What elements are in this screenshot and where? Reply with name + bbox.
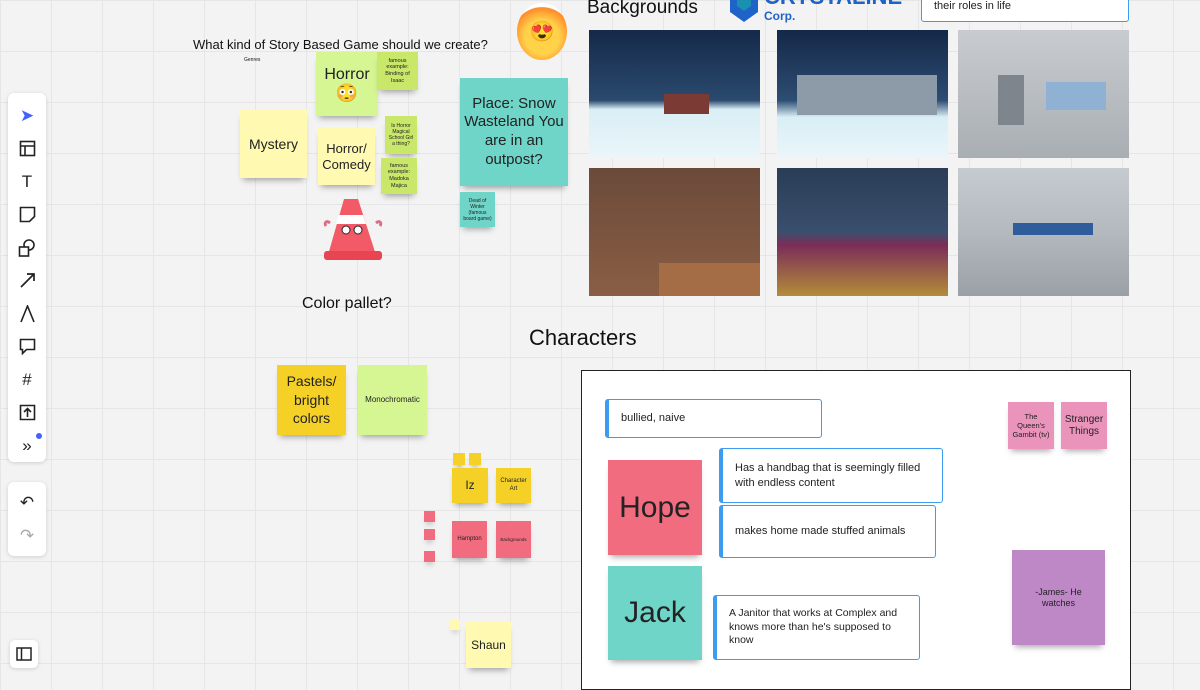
sticky-jack[interactable]: Jack [608,566,702,660]
sticky-note-icon[interactable] [12,198,42,231]
frame-icon[interactable]: # [22,369,32,389]
sticky-mystery[interactable]: Mystery [240,110,307,178]
upload-icon[interactable] [12,396,42,429]
logo-sub: Corp. [764,9,796,23]
sticky-shaun[interactable]: Shaun [466,622,511,668]
mini-sticky[interactable] [453,453,465,465]
text-tool-icon[interactable]: T [21,171,33,191]
card-hope-handbag[interactable]: Has a handbag that is seemingly filled w… [719,448,943,503]
sticky-queens-gambit[interactable]: The Queen's Gambit (tv) [1008,402,1054,449]
mini-sticky[interactable] [469,453,481,465]
card-jack-janitor[interactable]: A Janitor that works at Complex and know… [713,595,920,660]
sticky-note-madoka[interactable]: famous example: Madoka Majica [381,158,417,194]
sticky-hampton[interactable]: Hampton [452,521,487,558]
history-toolbar: ↶ ↷ [8,482,46,556]
question-heading: What kind of Story Based Game should we … [193,37,488,52]
color-pallet-heading: Color pallet? [302,295,392,312]
mini-sticky[interactable] [424,551,435,562]
sticky-james[interactable]: -James- He watches [1012,550,1105,645]
crystaline-logo: CRYSTALINE Corp. [728,0,903,24]
shapes-icon[interactable] [12,231,42,264]
mini-sticky[interactable] [424,529,435,540]
panel-toggle-icon[interactable] [10,640,38,668]
sticky-monochromatic[interactable]: Monochromatic [358,365,427,435]
backgrounds-heading: Backgrounds [587,0,698,18]
characters-heading: Characters [529,325,637,350]
redo-icon[interactable]: ↷ [19,525,35,545]
roles-card[interactable]: their roles in life [921,0,1129,22]
mini-sticky[interactable] [450,620,460,630]
mini-sticky[interactable] [424,511,435,522]
background-image-outpost[interactable] [777,30,948,158]
sticky-place[interactable]: Place: Snow Wasteland You are in an outp… [460,78,568,186]
pen-tool-icon[interactable] [12,297,42,330]
card-bullied[interactable]: bullied, naive [605,399,822,438]
sticky-horror-comedy[interactable]: Horror/ Comedy [318,128,375,185]
sticky-note-isaac[interactable]: famous example: Binding of Isaac [377,52,418,90]
sticky-text: Horror [324,65,370,83]
main-toolbar: ➤ T # » [8,93,46,462]
logo-name: CRYSTALINE [764,0,902,8]
sticky-stranger-things[interactable]: Stranger Things [1061,402,1107,449]
sticky-pastels[interactable]: Pastels/ bright colors [277,365,346,435]
sticky-note-magical[interactable]: Is Horror Magical School Girl a thing? [385,116,417,154]
comment-icon[interactable] [12,330,42,363]
flushed-emoji-icon: 😳 [335,82,359,103]
sticky-backgrounds[interactable]: Backgrounds [496,521,531,558]
background-image-carpet-hall[interactable] [777,168,948,296]
background-image-cafe-room[interactable] [589,168,760,296]
more-tools-icon[interactable]: » [12,429,42,462]
traffic-cone-sticker-icon[interactable] [322,195,384,262]
sticky-iz[interactable]: Iz [452,468,488,503]
select-tool-icon[interactable]: ➤ [19,105,35,125]
fire-heart-eyes-sticker-icon[interactable]: 😍 [517,3,567,60]
sticky-hope[interactable]: Hope [608,460,702,555]
background-image-cafeteria[interactable] [958,168,1129,296]
background-image-snow-cabin[interactable] [589,30,760,158]
card-hope-stuffed[interactable]: makes home made stuffed animals [719,505,936,558]
undo-icon[interactable]: ↶ [19,492,35,512]
sticky-character-art[interactable]: Character Art [496,468,531,503]
background-image-corridor[interactable] [958,30,1129,158]
genres-label: Genres [244,57,261,63]
templates-icon[interactable] [12,132,42,165]
sticky-dead-of-winter[interactable]: Dead of Winter (famous board game) [460,192,495,227]
arrow-tool-icon[interactable] [12,264,42,297]
sticky-horror[interactable]: Horror😳 [316,52,378,116]
